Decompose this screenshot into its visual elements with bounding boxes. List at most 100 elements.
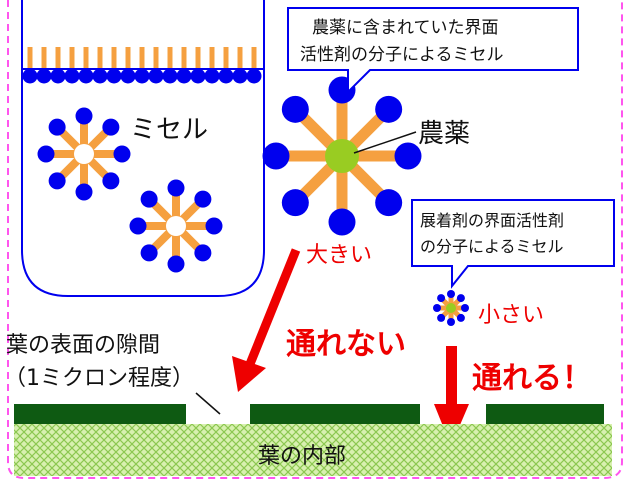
surface-tail <box>139 47 145 69</box>
callout-spreader-line2: の分子によるミセル <box>420 237 564 256</box>
surface-head <box>78 68 94 84</box>
leaf-gap-pointer <box>195 392 221 415</box>
surface-head <box>176 68 192 84</box>
beaker-micelle-2-head <box>194 244 212 262</box>
surface-tail <box>83 47 89 69</box>
surface-tail <box>195 47 201 69</box>
large-label: 大きい <box>306 243 372 268</box>
beaker-micelle-1 <box>37 107 131 201</box>
beaker-micelle-1-head <box>37 145 55 163</box>
beaker-micelle-2-head <box>167 255 185 273</box>
beaker-micelle-1-head <box>102 172 120 190</box>
surface-tail <box>209 47 215 69</box>
surface-tail <box>111 47 117 69</box>
leaf-gap-line2: （1ミクロン程度） <box>4 366 194 391</box>
can-pass-label: 通れる！ <box>472 361 592 396</box>
surface-head <box>232 68 248 84</box>
surface-head <box>50 68 66 84</box>
surface-head <box>134 68 150 84</box>
spreader-micelle-head <box>447 318 455 326</box>
beaker-micelle-2-head <box>167 179 185 197</box>
pesticide-micelle-head <box>394 142 422 170</box>
surface-head <box>190 68 206 84</box>
leaf-interior-label: 葉の内部 <box>258 444 346 469</box>
surface-head <box>22 68 38 84</box>
pesticide-micelle-core <box>325 139 359 173</box>
spreader-micelle-head <box>437 313 446 322</box>
spreader-micelle-head <box>461 304 469 312</box>
leaf-surface-segment-1 <box>14 404 186 424</box>
pesticide-micelle-head <box>375 189 403 217</box>
surface-tail <box>125 47 131 69</box>
surface-layer-tails <box>27 47 257 69</box>
surface-tail <box>167 47 173 69</box>
leaf-surface-segment-3 <box>486 404 604 424</box>
surface-tail <box>153 47 159 69</box>
surface-head <box>218 68 234 84</box>
surface-head <box>204 68 220 84</box>
pesticide-micelle-head <box>328 208 356 236</box>
surface-layer-heads <box>22 68 262 84</box>
leaf-surface-segment-2 <box>250 404 420 424</box>
surface-head <box>106 68 122 84</box>
leaf-interior <box>14 424 612 476</box>
surface-tail <box>251 47 257 69</box>
beaker <box>21 0 265 297</box>
surface-head <box>36 68 52 84</box>
callout-spreader-micelle: 展着剤の界面活性剤 の分子によるミセル <box>411 199 615 289</box>
beaker-micelle-1-head <box>75 183 93 201</box>
callout-pesticide-micelle: 農薬に含まれていた界面 活性剤の分子によるミセル <box>287 7 579 95</box>
beaker-micelle-2-head <box>129 217 147 235</box>
callout-spreader-line1: 展着剤の界面活性剤 <box>420 211 564 230</box>
surface-tail <box>237 47 243 69</box>
surface-tail <box>41 47 47 69</box>
surface-tail <box>181 47 187 69</box>
beaker-micelle-1-head <box>102 118 120 136</box>
callout-pesticide-line1: 農薬に含まれていた界面 <box>312 18 499 38</box>
spreader-micelle-head <box>456 294 465 303</box>
micelle-group <box>37 76 469 326</box>
beaker-micelle-1-head <box>48 118 66 136</box>
surface-head <box>64 68 80 84</box>
arrow-blocked <box>232 248 301 392</box>
beaker-micelle-1-head <box>48 172 66 190</box>
spreader-micelle-head <box>433 304 441 312</box>
pesticide-label: 農薬 <box>418 119 470 149</box>
pesticide-micelle-head <box>281 189 309 217</box>
spreader-micelle-head <box>447 290 455 298</box>
surface-tail <box>27 47 33 69</box>
surface-head <box>148 68 164 84</box>
pesticide-micelle-head <box>375 95 403 123</box>
spreader-micelle <box>433 290 469 326</box>
pesticide-micelle-head <box>262 142 290 170</box>
surface-tail <box>97 47 103 69</box>
beaker-micelle-2 <box>129 179 223 273</box>
surface-head <box>92 68 108 84</box>
small-label: 小さい <box>478 303 544 328</box>
dashed-frame <box>7 0 623 479</box>
surface-head <box>246 68 262 84</box>
surface-tail <box>223 47 229 69</box>
beaker-micelle-2-head <box>205 217 223 235</box>
beaker-micelle-2-core <box>166 216 186 236</box>
cannot-pass-label: 通れない <box>286 327 406 362</box>
spreader-micelle-core <box>446 303 456 313</box>
surface-tail <box>69 47 75 69</box>
micelle-label: ミセル <box>130 115 208 145</box>
surface-head <box>162 68 178 84</box>
leaf-gap-line1: 葉の表面の隙間 <box>6 333 160 358</box>
beaker-micelle-2-head <box>140 244 158 262</box>
spreader-micelle-head <box>456 313 465 322</box>
beaker-micelle-2-head <box>140 190 158 208</box>
beaker-micelle-1-head <box>113 145 131 163</box>
surface-tail <box>55 47 61 69</box>
beaker-micelle-2-head <box>194 190 212 208</box>
pesticide-micelle <box>262 76 422 236</box>
pesticide-pointer <box>353 131 417 154</box>
beaker-micelle-1-head <box>75 107 93 125</box>
pesticide-micelle-head <box>281 95 309 123</box>
surface-head <box>120 68 136 84</box>
spreader-micelle-head <box>437 294 446 303</box>
